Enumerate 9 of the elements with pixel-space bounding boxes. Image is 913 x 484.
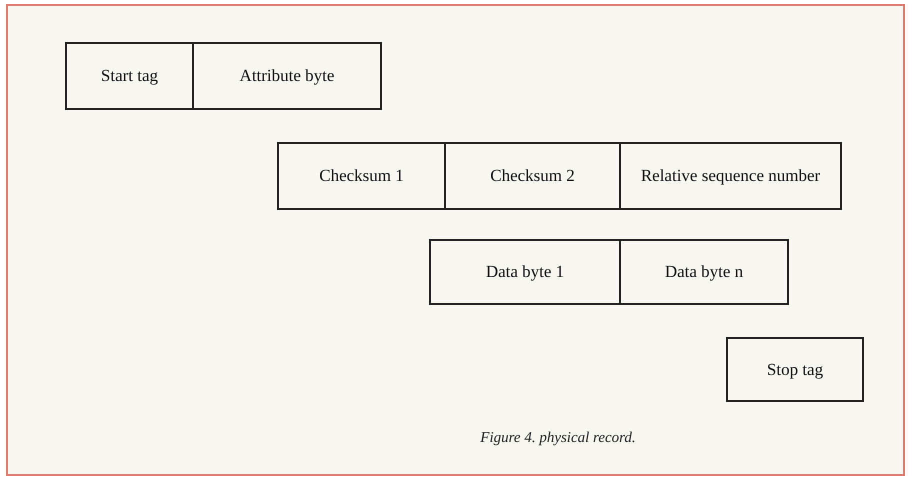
record-field: Checksum 2: [444, 142, 621, 210]
record-field: Attribute byte: [192, 42, 382, 110]
record-field: Relative sequence number: [619, 142, 842, 210]
figure-caption: Figure 4. physical record.: [479, 430, 637, 447]
record-field: Checksum 1: [277, 142, 446, 210]
record-field: Data byte n: [619, 239, 789, 305]
record-field: Data byte 1: [429, 239, 621, 305]
record-field: Start tag: [65, 42, 194, 110]
record-field: Stop tag: [726, 337, 864, 402]
